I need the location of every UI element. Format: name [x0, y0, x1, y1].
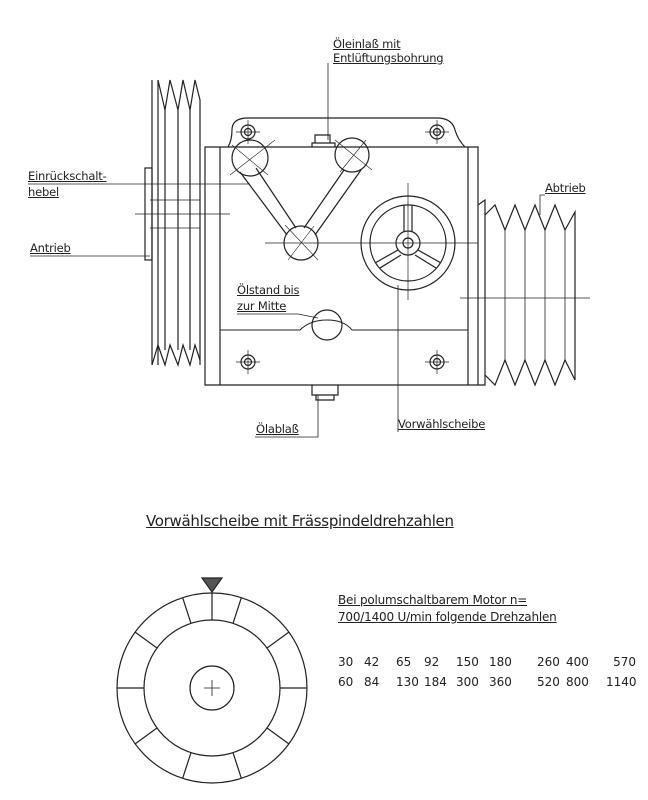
label-lever: Einrückschalt-	[28, 169, 107, 183]
preselector-wheel	[360, 183, 456, 300]
leader-lines	[28, 63, 545, 438]
dial-segment-divider	[182, 597, 192, 624]
speed-value: 400	[566, 655, 589, 669]
label-preselector: Vorwählscheibe	[398, 417, 486, 431]
speed-value: 42	[364, 655, 380, 669]
dial-segment-divider	[232, 752, 242, 779]
speed-value: 1140	[606, 675, 637, 689]
speed-value: 800	[566, 675, 589, 689]
dial-segment-divider	[266, 727, 290, 745]
motor-note-line2: 700/1400 U/min folgende Drehzahlen	[338, 610, 557, 624]
speed-value: 260	[537, 655, 560, 669]
left-pulley	[135, 79, 230, 368]
dial-segment-divider	[134, 727, 158, 745]
speed-value: 30	[338, 655, 354, 669]
dial-segment-divider	[182, 752, 192, 779]
speeds-low-row: 30 42 65 92 150 180 260 400 570	[338, 655, 636, 669]
label-oil-level: Ölstand bis	[237, 283, 300, 297]
dial-segment-divider	[134, 631, 158, 649]
oil-level-window	[311, 309, 343, 341]
label-oil-drain: Ölablaß	[256, 422, 299, 436]
motor-note-line1: Bei polumschaltbarem Motor n=	[338, 593, 528, 607]
label-oil-inlet: Öleinlaß mit	[333, 37, 401, 51]
dial-segment-divider	[266, 631, 290, 649]
speed-value: 60	[338, 675, 354, 689]
speed-value: 570	[613, 655, 636, 669]
section-title: Vorwählscheibe mit Frässpindeldrehzahlen	[146, 512, 454, 530]
preselector-dial	[116, 577, 308, 784]
label-lever-2: hebel	[28, 185, 59, 199]
speed-value: 65	[396, 655, 412, 669]
gearbox-housing	[204, 117, 479, 401]
speed-value: 130	[396, 675, 419, 689]
right-pulley	[460, 198, 590, 387]
speed-value: 184	[424, 675, 447, 689]
speed-value: 520	[537, 675, 560, 689]
speeds-high-row: 60 84 130 184 300 360 520 800 1140	[338, 675, 637, 689]
label-drive-in: Antrieb	[30, 241, 71, 255]
speed-value: 150	[456, 655, 479, 669]
engagement-lever	[229, 137, 478, 261]
dial-pointer-icon	[200, 577, 224, 594]
speed-value: 92	[424, 655, 440, 669]
label-oil-level-2: zur Mitte	[237, 299, 287, 313]
speed-value: 300	[456, 675, 479, 689]
dial-segment-divider	[232, 597, 242, 624]
label-oil-inlet-vent: Entlüftungsbohrung	[333, 51, 444, 65]
label-drive-out: Abtrieb	[545, 181, 586, 195]
speed-value: 360	[489, 675, 512, 689]
speed-value: 84	[364, 675, 380, 689]
speed-value: 180	[489, 655, 512, 669]
